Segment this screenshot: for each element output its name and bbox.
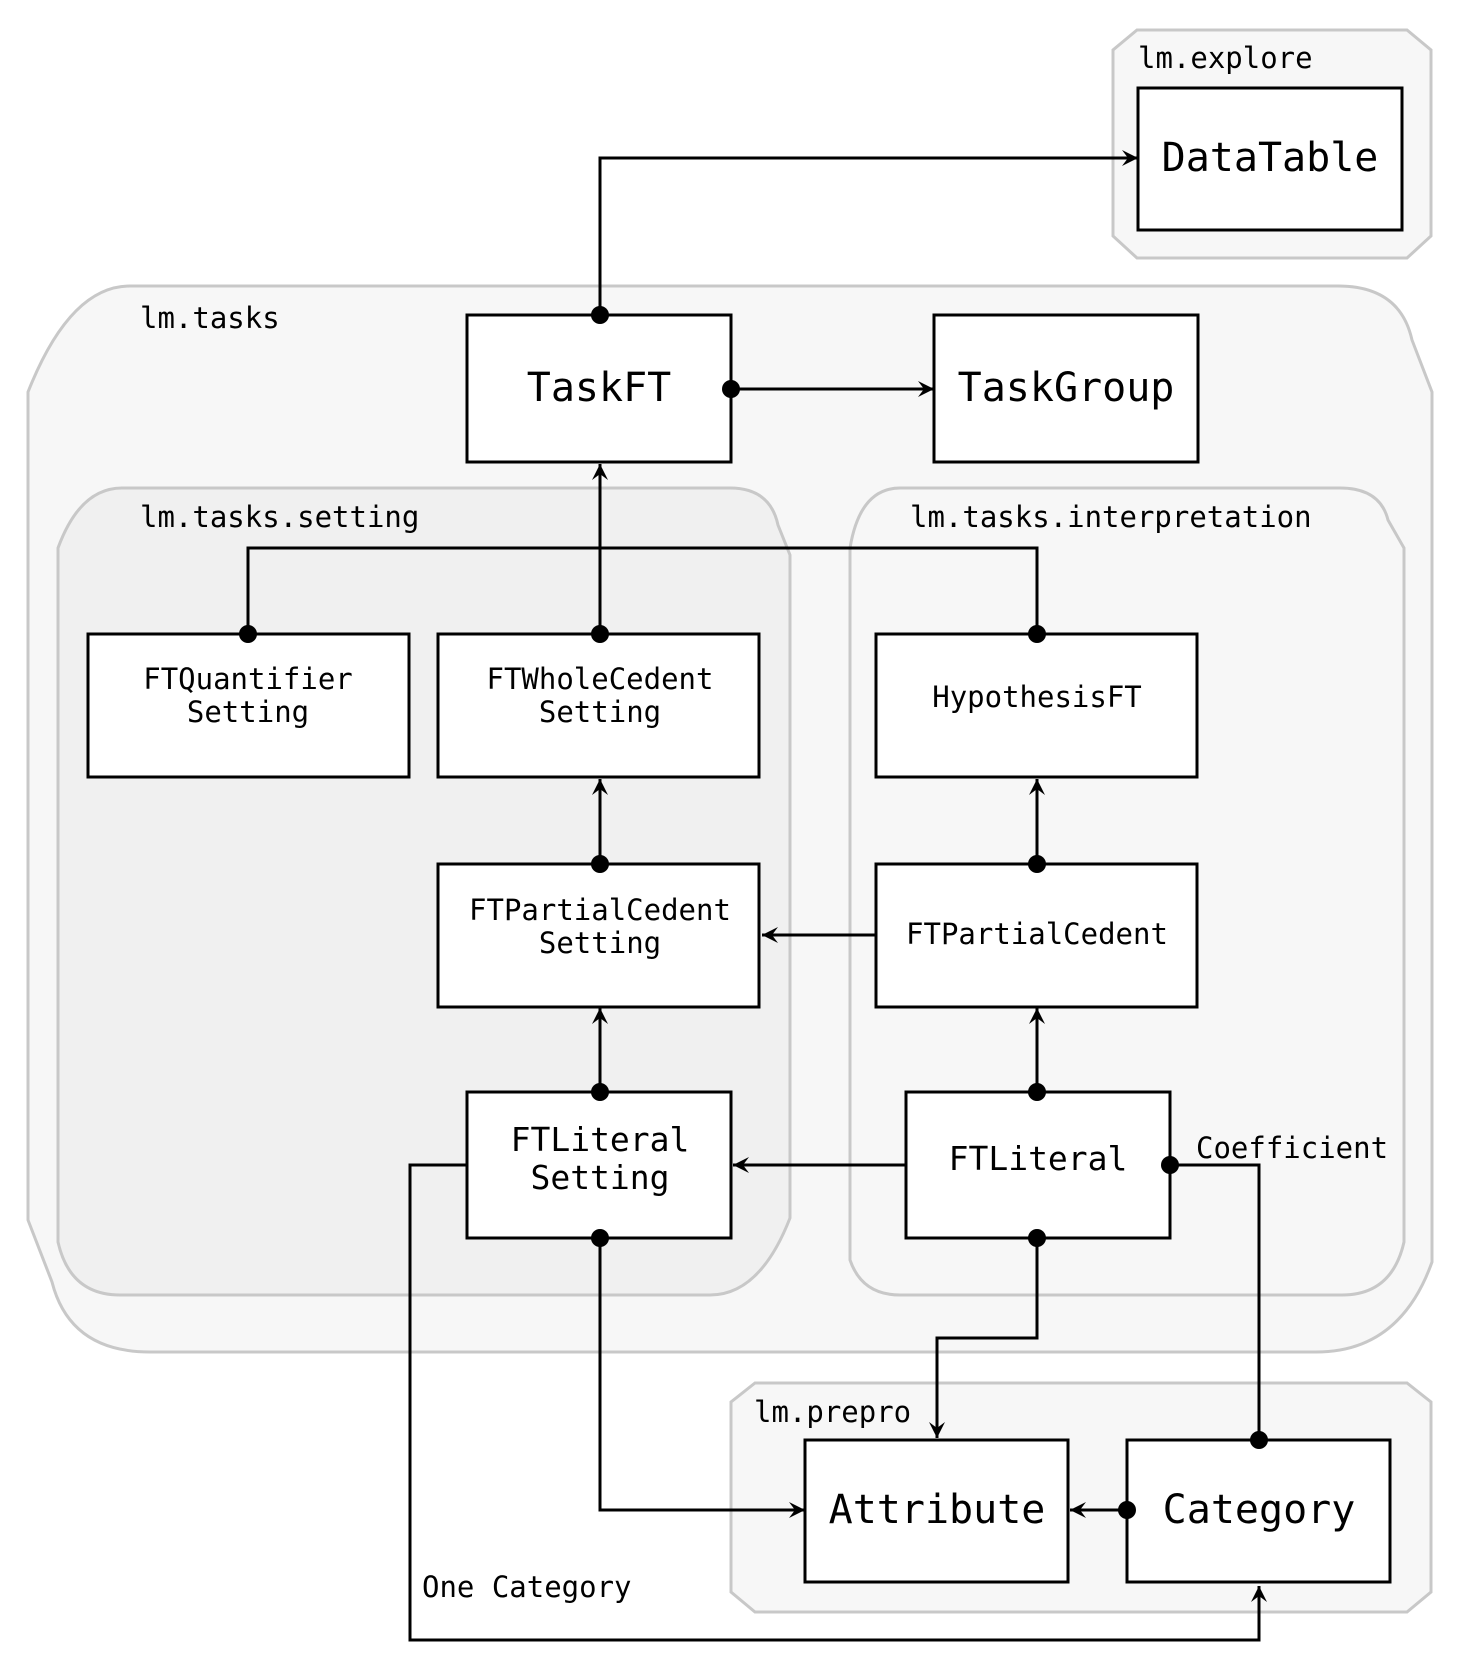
assoc-end-ftliteral-setting-bottom xyxy=(591,1229,609,1247)
assoc-end-ftpartialcedent-top xyxy=(1028,855,1046,873)
association-ends xyxy=(239,306,1268,1519)
class-label-ftpartialcedent-setting-line2: Setting xyxy=(539,926,661,960)
class-label-ftliteral-setting-line2: Setting xyxy=(530,1158,669,1197)
package-label-setting: lm.tasks.setting xyxy=(140,500,419,534)
class-ftpartialcedent: FTPartialCedent xyxy=(874,862,1199,1009)
class-taskft: TaskFT xyxy=(465,313,733,464)
edge-label-coefficient: Coefficient xyxy=(1196,1131,1388,1165)
class-category: Category xyxy=(1125,1438,1392,1584)
class-ftpartialcedent-setting: FTPartialCedent Setting xyxy=(436,862,761,1009)
assoc-end-taskft-right xyxy=(722,380,740,398)
edge-literal-category-coefficient xyxy=(1170,1163,1261,1440)
class-label-taskgroup: TaskGroup xyxy=(958,365,1175,411)
class-label-ftliteral-setting-line1: FTLiteral xyxy=(511,1120,690,1159)
package-label-prepro: lm.prepro xyxy=(754,1395,911,1429)
edge-taskft-datatable xyxy=(598,150,1138,315)
assoc-end-category-left xyxy=(1118,1501,1136,1519)
package-label-interpretation: lm.tasks.interpretation xyxy=(910,500,1312,534)
class-label-ftpartialcedent: FTPartialCedent xyxy=(906,917,1168,951)
class-label-ftpartialcedent-setting-line1: FTPartialCedent xyxy=(469,893,731,927)
edge-literalsetting-attribute xyxy=(598,1238,805,1518)
class-taskgroup: TaskGroup xyxy=(932,313,1200,464)
assoc-end-taskft-top xyxy=(591,306,609,324)
class-attribute: Attribute xyxy=(803,1438,1070,1584)
class-ftliteral-setting: FTLiteral Setting xyxy=(465,1090,733,1240)
assoc-end-ftpartialcedent-setting-top xyxy=(591,855,609,873)
class-hypothesisft: HypothesisFT xyxy=(874,632,1199,779)
class-ftquantifier-setting: FTQuantifier Setting xyxy=(86,632,411,779)
class-label-ftquantifier-line1: FTQuantifier xyxy=(143,662,353,696)
class-label-ftwholecedent-line1: FTWholeCedent xyxy=(487,662,714,696)
class-label-hypothesisft: HypothesisFT xyxy=(932,680,1142,714)
assoc-end-ftliteral-right xyxy=(1161,1156,1179,1174)
assoc-end-ftliteral-bottom xyxy=(1028,1229,1046,1247)
class-label-ftquantifier-line2: Setting xyxy=(187,695,309,729)
class-label-category: Category xyxy=(1163,1487,1356,1533)
package-label-explore: lm.explore xyxy=(1138,41,1313,75)
class-label-ftwholecedent-line2: Setting xyxy=(539,695,661,729)
assoc-end-ftliteral-top xyxy=(1028,1083,1046,1101)
edge-label-one-category: One Category xyxy=(422,1570,632,1604)
package-label-tasks: lm.tasks xyxy=(140,301,280,335)
class-label-attribute: Attribute xyxy=(829,1487,1046,1533)
edge-literal-attribute xyxy=(929,1238,1039,1438)
edge-quantifier-hypothesis xyxy=(246,546,1039,634)
edges xyxy=(246,150,1267,1642)
assoc-end-ftquantifier-top xyxy=(239,625,257,643)
class-label-datatable: DataTable xyxy=(1162,135,1379,181)
class-label-ftliteral: FTLiteral xyxy=(949,1139,1128,1178)
assoc-end-ftliteral-setting-top xyxy=(591,1083,609,1101)
assoc-end-category-top xyxy=(1250,1431,1268,1449)
class-datatable: DataTable xyxy=(1136,86,1404,232)
assoc-end-ftwholecedent-top xyxy=(591,625,609,643)
edge-literalsetting-category-onecategory xyxy=(408,1163,1267,1642)
class-ftliteral: FTLiteral xyxy=(904,1090,1172,1240)
class-ftwholecedent-setting: FTWholeCedent Setting xyxy=(436,632,761,779)
assoc-end-hypothesisft-top xyxy=(1028,625,1046,643)
class-label-taskft: TaskFT xyxy=(527,365,672,411)
